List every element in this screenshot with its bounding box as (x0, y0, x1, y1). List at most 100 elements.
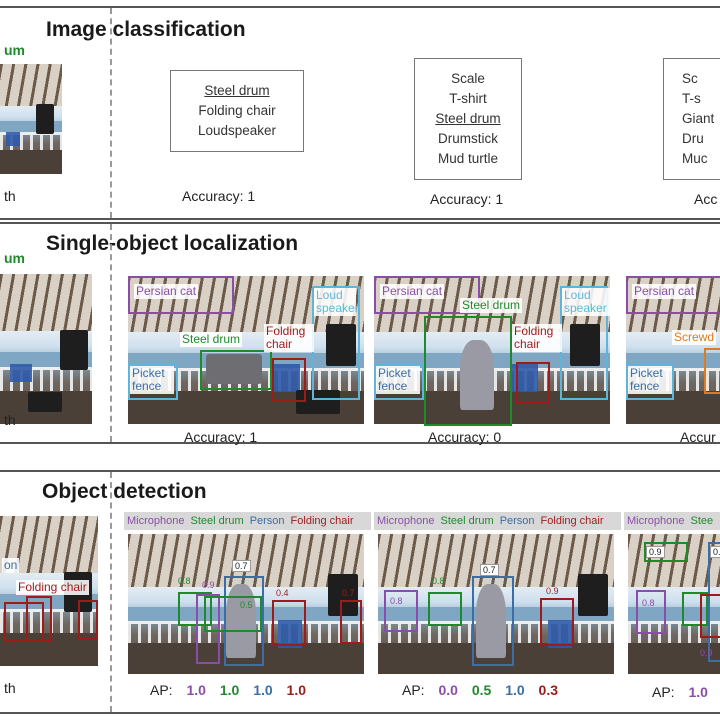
legend-steel-drum: Steel drum (190, 515, 244, 527)
gt-chair-box (78, 600, 98, 640)
steel-drum-box (200, 350, 272, 390)
classification-title: Image classification (46, 18, 246, 41)
legend-microphone: Microphone (127, 515, 185, 527)
localization-title: Single-object localization (46, 232, 299, 255)
gt-chair-box (26, 596, 52, 642)
prediction-item: Mud turtle (437, 151, 499, 166)
gt-folding-chair-label: Folding chair (16, 580, 89, 595)
legend-folding-chair: Folding chair (290, 515, 354, 527)
legend-microphone: Microphone (377, 515, 435, 527)
score: 0.7 (342, 588, 355, 598)
steel-drum-box (204, 596, 262, 632)
ground-truth-image (0, 64, 62, 174)
ap-row-1: AP: 1.0 1.0 1.0 1.0 (150, 682, 306, 698)
steel-drum-box (682, 592, 708, 626)
folding-chair-box (700, 594, 720, 638)
score: 0.9 (646, 546, 665, 558)
ap-row-3: AP: 1.0 (652, 684, 708, 700)
folding-chair-box (272, 358, 306, 402)
gt-label-partial: um (4, 250, 25, 266)
accuracy-3: Accur (680, 429, 716, 445)
detection-image-2 (378, 534, 614, 674)
microphone-box (196, 594, 220, 664)
legend-microphone: Microphone (627, 515, 685, 527)
ap-row-2: AP: 0.0 0.5 1.0 0.3 (402, 682, 558, 698)
person-box (224, 576, 264, 666)
score: 0.9 (700, 648, 713, 658)
prediction-item: Scale (451, 71, 485, 86)
picket-fence-box (374, 364, 424, 400)
ground-truth-image (0, 274, 92, 424)
person-box (472, 576, 514, 666)
folding-chair-box (540, 598, 574, 646)
prediction-item: T-shirt (449, 91, 487, 106)
ap-person: 1.0 (253, 682, 273, 698)
prediction-item: Loudspeaker (197, 123, 277, 138)
picket-fence-label: Picket fence (130, 366, 174, 394)
legend-bar-3: Microphone Stee (624, 512, 720, 530)
legend-person: Person (249, 515, 285, 527)
microphone-box (384, 590, 418, 632)
score: 0.8 (390, 596, 403, 606)
legend-steel-drum-partial: Stee (690, 515, 714, 527)
gt-chair-box (4, 602, 44, 642)
ap-microphone: 1.0 (186, 682, 206, 698)
ap-label: AP: (150, 682, 173, 698)
localization-panel: Single-object localization um th Persian… (0, 222, 720, 445)
screwdriver-label: Screwd (672, 330, 717, 345)
ap-steel-drum: 0.5 (471, 682, 492, 698)
loud-speaker-label: Loud speaker (562, 288, 610, 316)
ap-folding-chair: 0.3 (538, 682, 559, 698)
gt-label-partial: um (4, 42, 25, 58)
folding-chair-box (516, 362, 550, 404)
prediction-item: Giant (682, 111, 715, 126)
score: 0.7 (480, 564, 499, 576)
prediction-box-3: Sc T-s Giant Dru Muc (663, 58, 720, 180)
picket-fence-label: Picket fence (628, 366, 672, 394)
folding-chair-label: Folding chair (264, 324, 314, 352)
prediction-item: Folding chair (198, 103, 276, 118)
prediction-item: Sc (682, 71, 698, 86)
prediction-box-1: Steel drum Folding chair Loudspeaker (170, 70, 304, 152)
legend-bar-1: Microphone Steel drum Person Folding cha… (124, 512, 371, 530)
legend-steel-drum: Steel drum (440, 515, 494, 527)
legend-folding-chair: Folding chair (540, 515, 604, 527)
detection-divider (110, 472, 112, 712)
score: 0.5 (240, 600, 253, 610)
steel-drum-box (644, 542, 688, 562)
persian-cat-box (626, 276, 720, 314)
ap-label: AP: (402, 682, 425, 698)
persian-cat-box (128, 276, 234, 314)
ap-label: AP: (652, 684, 675, 700)
steel-drum-label: Steel drum (180, 332, 243, 347)
detection-panel: Object detection on Folding chair th Mic… (0, 470, 720, 714)
steel-drum-box (428, 592, 462, 626)
gt-caption-partial: th (4, 188, 16, 204)
score: 0.7 (232, 560, 251, 572)
detection-title: Object detection (42, 480, 207, 503)
accuracy-2: Accuracy: 0 (428, 429, 502, 445)
score: 0.4 (276, 588, 289, 598)
loud-speaker-label: Loud speaker (314, 288, 359, 316)
accuracy-1: Accuracy: 1 (184, 429, 258, 445)
score: 0.8 (178, 576, 191, 586)
score: 0.9 (546, 586, 559, 596)
legend-person: Person (499, 515, 535, 527)
prediction-item: Dru (682, 131, 704, 146)
ap-steel-drum: 1.0 (219, 682, 240, 698)
accuracy-2: Accuracy: 1 (430, 191, 504, 207)
picket-fence-box (128, 364, 178, 400)
persian-cat-label: Persian cat (134, 284, 199, 299)
picket-fence-box (626, 364, 674, 400)
score: 0.8 (432, 576, 445, 586)
localization-divider (110, 224, 112, 442)
gt-caption-partial: th (4, 412, 16, 428)
folding-chair-box (340, 600, 362, 644)
detection-image-1 (128, 534, 364, 674)
prediction-item: Steel drum (204, 83, 270, 98)
gt-caption-partial: th (4, 680, 16, 696)
accuracy-1: Accuracy: 1 (182, 188, 256, 204)
ap-microphone: 0.0 (438, 682, 458, 698)
screwdriver-box (704, 348, 720, 394)
accuracy-3: Acc (694, 191, 718, 207)
